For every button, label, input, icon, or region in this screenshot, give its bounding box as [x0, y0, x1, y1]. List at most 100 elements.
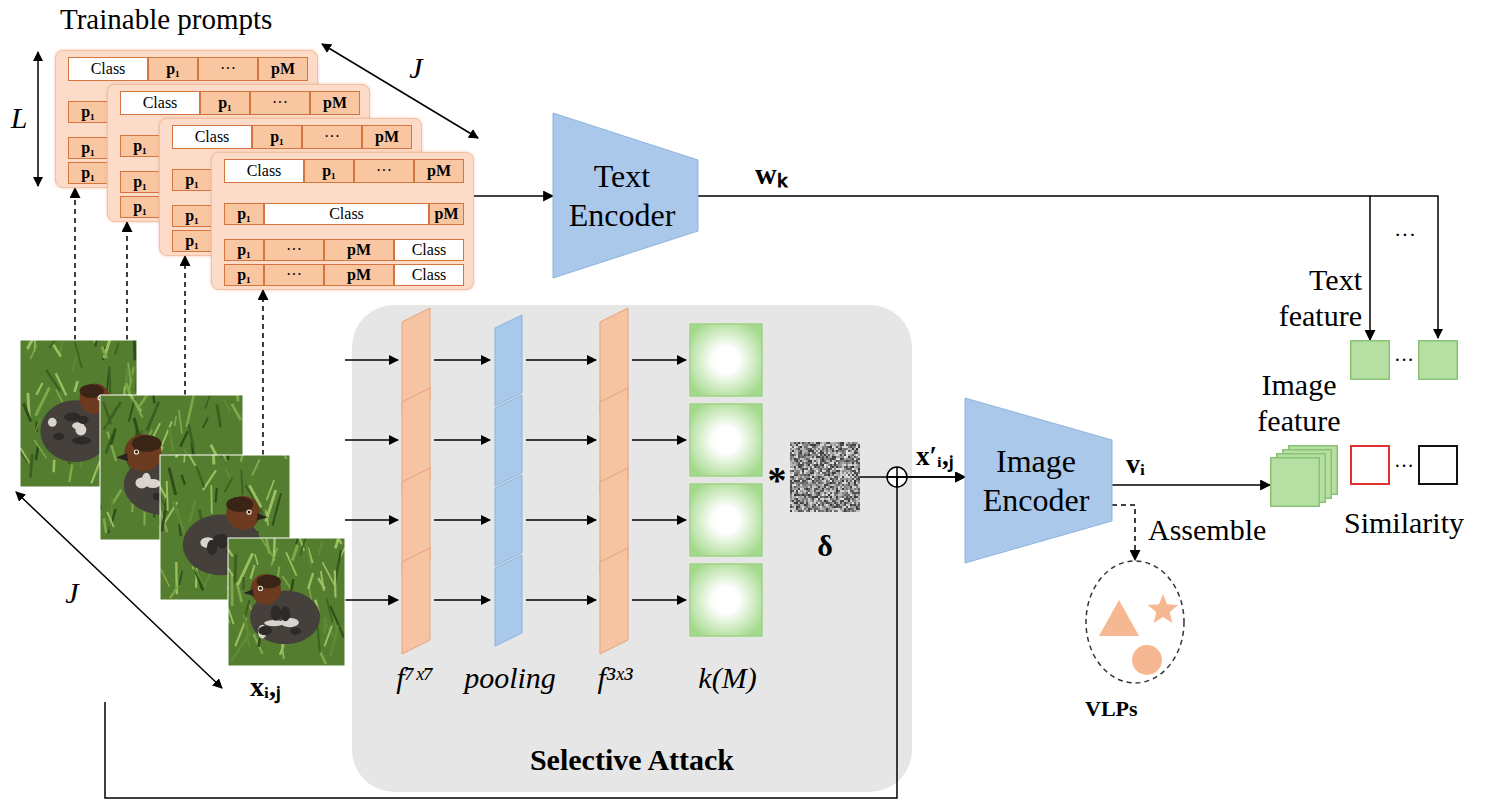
grass-blade	[30, 454, 32, 478]
grass-blade	[205, 395, 211, 409]
connector-arrow	[1112, 505, 1135, 560]
duckling-head	[251, 574, 281, 604]
duckling-pupil	[135, 451, 138, 454]
operator-symbol: *	[766, 458, 788, 504]
grass-blade	[217, 405, 221, 428]
duckling-eye	[247, 509, 252, 514]
similarity-text-slot: ···	[1390, 445, 1418, 487]
grass-blade	[325, 538, 342, 544]
prompt-card-text: p₁	[68, 137, 108, 159]
dimension-label-slot: J	[60, 575, 84, 611]
down-feather	[72, 437, 91, 445]
branch-arrow	[1370, 196, 1438, 338]
prompt-card-text-slot: Class	[68, 57, 148, 81]
perturbation-noise-text: δ	[790, 528, 860, 564]
edge-label: Assemble	[1148, 512, 1283, 548]
vlp-ensemble-texts: VLPs	[1085, 560, 1185, 688]
connector-arrow	[698, 196, 1370, 340]
grass-blade	[75, 342, 82, 368]
grass-blade	[182, 475, 185, 485]
connector-arrow	[184, 256, 186, 395]
grass-blade	[327, 598, 333, 622]
connector-arrow	[1112, 484, 1270, 486]
grass-blade	[224, 478, 232, 492]
prompt-card-text: p₁	[224, 239, 264, 261]
grass-blade	[306, 541, 312, 566]
grass-blade	[69, 465, 72, 482]
prompt-card-text-slot: pM	[429, 203, 464, 225]
model-triangle	[1099, 600, 1139, 636]
prompt-card-text-slot: pM	[324, 239, 394, 261]
prompt-card-text-slot: p₁	[120, 196, 160, 218]
dimension-label: L	[8, 100, 30, 136]
prompt-card-text-slot: pM	[414, 159, 464, 183]
grass-blade	[35, 418, 41, 433]
grass-blade	[166, 481, 169, 511]
mask-map	[690, 324, 762, 396]
grass-blade	[113, 490, 122, 504]
duckling-beak	[116, 453, 128, 461]
down-feather	[217, 534, 228, 549]
layer-label-slot: pooling	[455, 660, 565, 696]
region-background	[352, 305, 912, 792]
flow-arrow	[526, 519, 596, 521]
perturbation-noise-text-slot: δ	[790, 528, 860, 564]
noise-square	[790, 442, 860, 512]
prompt-card-text-slot: ···	[198, 57, 258, 81]
prompt-card-text: pM	[324, 264, 394, 286]
prompt-card-text: p₁	[68, 101, 108, 123]
grass-blade	[228, 562, 233, 576]
pooling-layer	[495, 395, 522, 486]
prompt-card-text-slot: p₁	[304, 159, 354, 183]
prompt-card-text: pM	[258, 57, 308, 81]
prompt-card-text-slot: p₁	[224, 239, 264, 261]
prompt-card-text-slot: pM	[362, 125, 412, 149]
duckling-beak	[244, 589, 254, 596]
grass-blade	[134, 340, 135, 360]
grass-ground	[160, 455, 290, 600]
down-feather	[271, 605, 281, 621]
prompt-card-text: p₁	[148, 57, 198, 81]
grass-blade	[324, 626, 332, 647]
grass-blade	[318, 578, 325, 589]
prompt-card-text: pM	[362, 125, 412, 149]
flow-arrow	[632, 599, 686, 601]
image-encoder: Image Encoder	[965, 398, 1112, 563]
grass-blade	[324, 618, 325, 634]
grass-blade	[319, 541, 323, 555]
ensemble-outline	[1086, 561, 1184, 683]
grass-blade	[75, 381, 78, 392]
text-encoder: Text Encoder	[553, 113, 698, 278]
image-stack-text-slot: xᵢ,ⱼ	[250, 670, 320, 704]
image-encoder-text: Image Encoder	[975, 442, 1097, 519]
prompt-card-text-slot: p₁	[224, 203, 264, 225]
grass-blade	[230, 573, 233, 606]
ellipsis: ···	[1385, 222, 1425, 248]
down-feather	[207, 540, 217, 555]
edge-label: vᵢ	[1126, 449, 1166, 480]
grass-blade	[300, 538, 307, 556]
grass-blade	[72, 356, 77, 373]
similarity-text-slot: Similarity	[1324, 505, 1484, 541]
grass-blade	[128, 363, 134, 383]
vlp-ensemble: VLPs	[1085, 560, 1185, 688]
text-feature: Text feature···	[1350, 340, 1458, 380]
layer-label: f³ˣ³	[580, 660, 650, 696]
grass-blade	[331, 625, 338, 655]
text-feature-texts: Text feature···	[1350, 340, 1458, 380]
prompt-card-text-slot: ···	[264, 239, 324, 261]
layer-label: f⁷ˣ⁷	[380, 660, 450, 696]
photo-frame	[160, 455, 290, 600]
prompt-card-text: Class	[394, 264, 464, 286]
grass-blade	[20, 439, 28, 463]
edge-label: x′ᵢ,ⱼ	[916, 440, 964, 472]
prompt-card-text: p₁	[172, 169, 212, 191]
prompt-card-text-slot: p₁	[120, 135, 160, 157]
duckling-pupil	[248, 511, 251, 514]
figure-title-slot: Trainable prompts	[60, 2, 330, 37]
prompt-card-text: pM	[414, 159, 464, 183]
text-feature-text-slot: ···	[1390, 340, 1418, 380]
prompt-card-text: ···	[198, 57, 258, 81]
flow-arrow	[632, 359, 686, 361]
prompt-card-text: p₁	[68, 162, 108, 184]
